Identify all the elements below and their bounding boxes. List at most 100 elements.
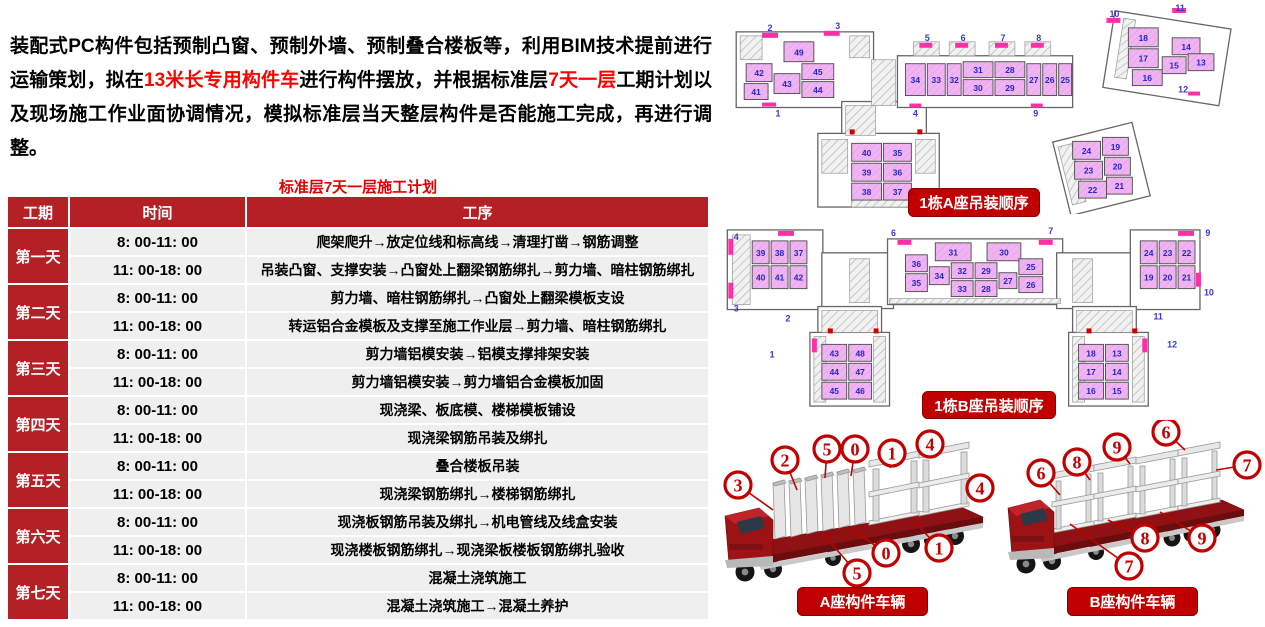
room-cell (848, 362, 873, 381)
room-number: 13 (1196, 58, 1206, 68)
room-cell (1158, 265, 1177, 290)
red-dot-marker (1086, 328, 1092, 334)
red-dot-marker (1132, 328, 1138, 334)
room-cell (950, 280, 974, 298)
room-cell (994, 61, 1026, 79)
room-cell (998, 272, 1018, 290)
schedule-title: 标准层7天一层施工计划 (278, 179, 438, 196)
room-cell (1018, 258, 1044, 276)
room-number: 15 (1169, 61, 1179, 71)
callout-circle (770, 445, 800, 475)
sequence-number: 12 (1167, 339, 1177, 349)
room-cell (1018, 276, 1044, 294)
sequence-number: 6 (961, 33, 966, 43)
room-number: 42 (794, 273, 804, 283)
room-number: 33 (932, 75, 942, 85)
room-number: 29 (981, 266, 991, 276)
edge-marker (1178, 230, 1195, 236)
room-cell (946, 63, 962, 97)
room-cell (1078, 362, 1104, 381)
sequence-number: 1 (770, 349, 775, 359)
schedule-time-cell: 11: 00-18: 00 (70, 425, 245, 451)
callout-circle (1026, 458, 1056, 488)
pink-edge-markers (762, 7, 1201, 135)
callout-number: 0 (851, 440, 860, 460)
room-number: 28 (1005, 65, 1015, 75)
sequence-number: 1 (776, 108, 781, 118)
callout-number: 2 (781, 451, 790, 471)
schedule-day-cell: 第七天 (8, 565, 68, 619)
room-cell (1158, 240, 1177, 265)
room-cell (1127, 27, 1159, 48)
edge-marker (762, 32, 779, 38)
room-cell (883, 142, 912, 162)
edge-marker (1038, 239, 1053, 245)
room-cell (1106, 176, 1133, 195)
edge-marker (955, 42, 969, 48)
room-number: 17 (1086, 367, 1096, 377)
sequence-number: 11 (1153, 311, 1162, 321)
callout-circle (1114, 551, 1144, 581)
edge-marker (897, 239, 912, 245)
wall-hatch-areas (731, 234, 1145, 403)
sequence-number: 10 (1204, 288, 1214, 298)
room-cell (848, 343, 873, 362)
callout-circle (1151, 420, 1181, 447)
room-cell (883, 162, 912, 182)
room-number: 19 (1144, 273, 1154, 283)
room-number: 22 (1088, 185, 1098, 195)
room-cell (1026, 63, 1042, 97)
room-number: 31 (973, 65, 983, 75)
red-dot-marker (917, 129, 923, 135)
room-cell (1042, 63, 1058, 97)
schedule-task-cell: 现浇板钢筋吊装及绑扎→机电管线及线盒安装 (247, 509, 708, 535)
room-cell (851, 142, 882, 162)
room-number: 26 (1026, 280, 1036, 290)
room-cell (994, 79, 1026, 97)
edge-marker (811, 338, 817, 353)
room-number: 48 (855, 348, 865, 358)
schedule-time-cell: 8: 00-11: 00 (70, 509, 245, 535)
room-number: 37 (794, 248, 804, 258)
edge-marker (728, 282, 734, 299)
room-cell (1131, 69, 1163, 87)
edge-marker (823, 30, 840, 36)
room-cell (743, 83, 769, 100)
callout-circle (1187, 523, 1217, 553)
pink-edge-markers (728, 230, 1201, 353)
room-cell (848, 381, 873, 400)
room-number: 23 (1084, 166, 1094, 176)
room-number: 46 (855, 386, 865, 396)
room-number: 25 (1026, 262, 1036, 272)
room-number: 25 (1060, 75, 1070, 85)
schedule-time-cell: 11: 00-18: 00 (70, 481, 245, 507)
room-cell (1078, 381, 1104, 400)
room-number: 21 (1182, 273, 1192, 283)
truck-b-caption-badge: B座构件车辆 (1067, 587, 1198, 616)
schedule-day-cell: 第三天 (8, 341, 68, 395)
callout-number: 6 (1037, 464, 1046, 484)
edge-marker (909, 103, 922, 108)
edge-marker (1142, 338, 1148, 353)
schedule-task-cell: 吊装凸窗、支撑安装→凸窗处上翻梁钢筋绑扎→剪力墙、暗柱钢筋绑扎 (247, 257, 708, 283)
room-number: 24 (1144, 248, 1154, 258)
room-number: 14 (1112, 367, 1122, 377)
room-number: 40 (862, 148, 872, 158)
callout-circle (842, 558, 872, 588)
intro-segment: 进行构件摆放，并根据标准层 (299, 70, 549, 91)
edge-marker (1030, 42, 1044, 48)
red-dot-marker (849, 129, 855, 135)
room-number: 13 (1112, 348, 1122, 358)
room-cell (1102, 136, 1129, 156)
schedule-time-cell: 11: 00-18: 00 (70, 593, 245, 619)
callout-circle (871, 538, 901, 568)
room-cell (851, 162, 882, 182)
room-number: 41 (751, 87, 761, 97)
schedule-header-cell: 时间 (70, 197, 245, 227)
truck-cargo-panels (772, 466, 867, 540)
edge-marker (778, 230, 794, 236)
room-number: 18 (1086, 348, 1096, 358)
sequence-number: 9 (1033, 108, 1038, 118)
